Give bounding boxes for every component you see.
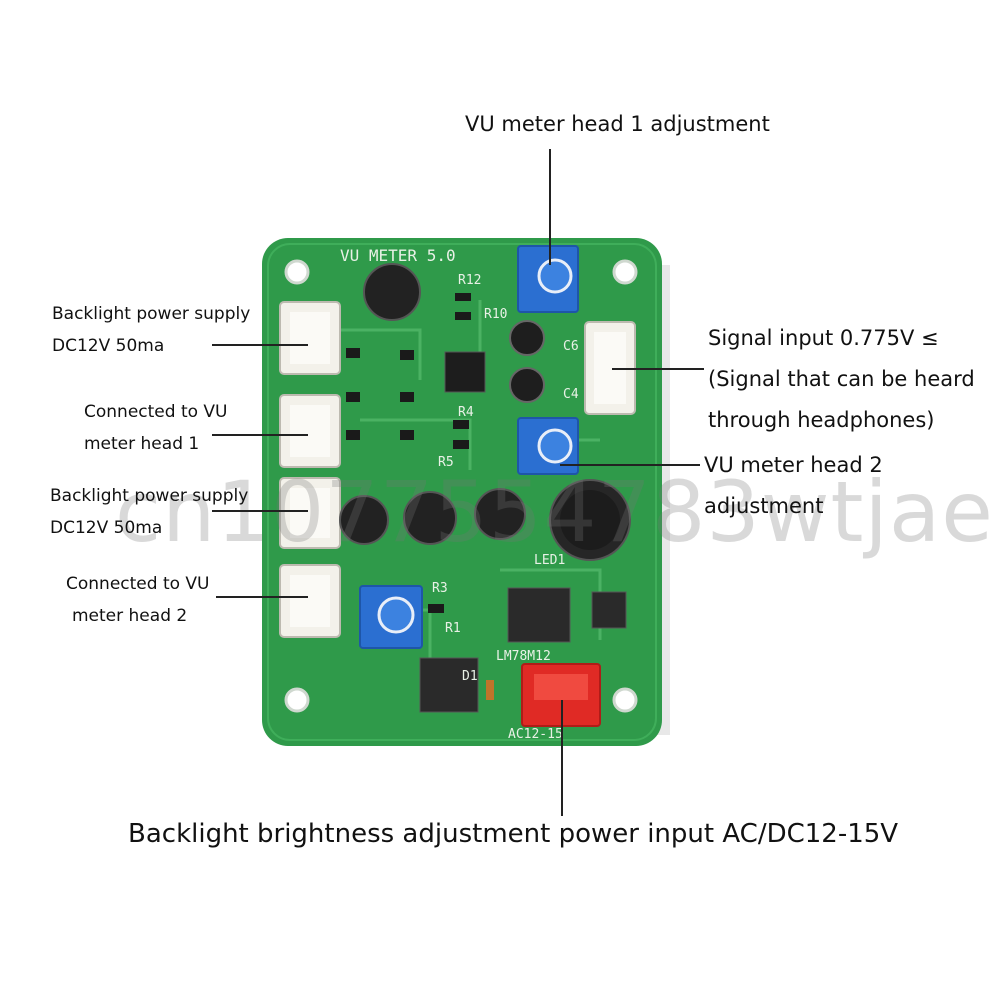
label-head2-line2: meter head 2 bbox=[72, 606, 188, 626]
svg-text:C4: C4 bbox=[563, 387, 579, 402]
label-signal-line1: Signal input 0.775V ≤ bbox=[708, 326, 939, 350]
svg-text:LM78M12: LM78M12 bbox=[496, 649, 551, 664]
leader-line-pot2 bbox=[560, 464, 700, 466]
svg-text:R10: R10 bbox=[484, 307, 507, 322]
leader-line-backlight1 bbox=[212, 344, 308, 346]
watermark: cn1077554783wtjae bbox=[115, 463, 994, 561]
leader-line-pot1 bbox=[549, 149, 551, 265]
label-power-input: Backlight brightness adjustment power in… bbox=[128, 819, 899, 849]
leader-line-signal bbox=[612, 368, 704, 370]
svg-text:AC12-15: AC12-15 bbox=[508, 727, 563, 742]
svg-text:R4: R4 bbox=[458, 405, 474, 420]
label-pot2-line2: adjustment bbox=[704, 494, 824, 518]
label-backlight1-line2: DC12V 50ma bbox=[52, 336, 165, 356]
svg-text:D1: D1 bbox=[462, 669, 478, 684]
mounting-holes bbox=[284, 259, 638, 713]
smd-parts bbox=[346, 293, 494, 700]
svg-text:R1: R1 bbox=[445, 621, 461, 636]
left-connectors bbox=[279, 301, 341, 638]
svg-text:LED1: LED1 bbox=[534, 553, 565, 568]
label-head1-line1: Connected to VU bbox=[84, 402, 228, 422]
leader-line-head2 bbox=[216, 596, 308, 598]
label-signal-line2: (Signal that can be heard bbox=[708, 367, 975, 391]
svg-text:R3: R3 bbox=[432, 581, 448, 596]
label-backlight2-line2: DC12V 50ma bbox=[50, 518, 163, 538]
label-backlight1-line1: Backlight power supply bbox=[52, 304, 251, 324]
svg-text:R5: R5 bbox=[438, 455, 454, 470]
leader-line-power bbox=[561, 700, 563, 816]
label-pot2-line1: VU meter head 2 bbox=[704, 453, 883, 477]
leader-line-head1 bbox=[212, 434, 308, 436]
svg-text:R12: R12 bbox=[458, 273, 481, 288]
trim-pots bbox=[359, 245, 579, 649]
board-title: VU METER 5.0 bbox=[340, 246, 456, 265]
label-head1-line2: meter head 1 bbox=[84, 434, 200, 454]
label-signal-line3: through headphones) bbox=[708, 408, 935, 432]
chips bbox=[419, 351, 627, 713]
label-head2-line1: Connected to VU bbox=[66, 574, 210, 594]
capacitors bbox=[339, 263, 631, 561]
label-pot1-adjustment: VU meter head 1 adjustment bbox=[465, 112, 770, 136]
label-backlight2-line1: Backlight power supply bbox=[50, 486, 249, 506]
svg-text:C6: C6 bbox=[563, 339, 579, 354]
leader-line-backlight2 bbox=[212, 510, 308, 512]
